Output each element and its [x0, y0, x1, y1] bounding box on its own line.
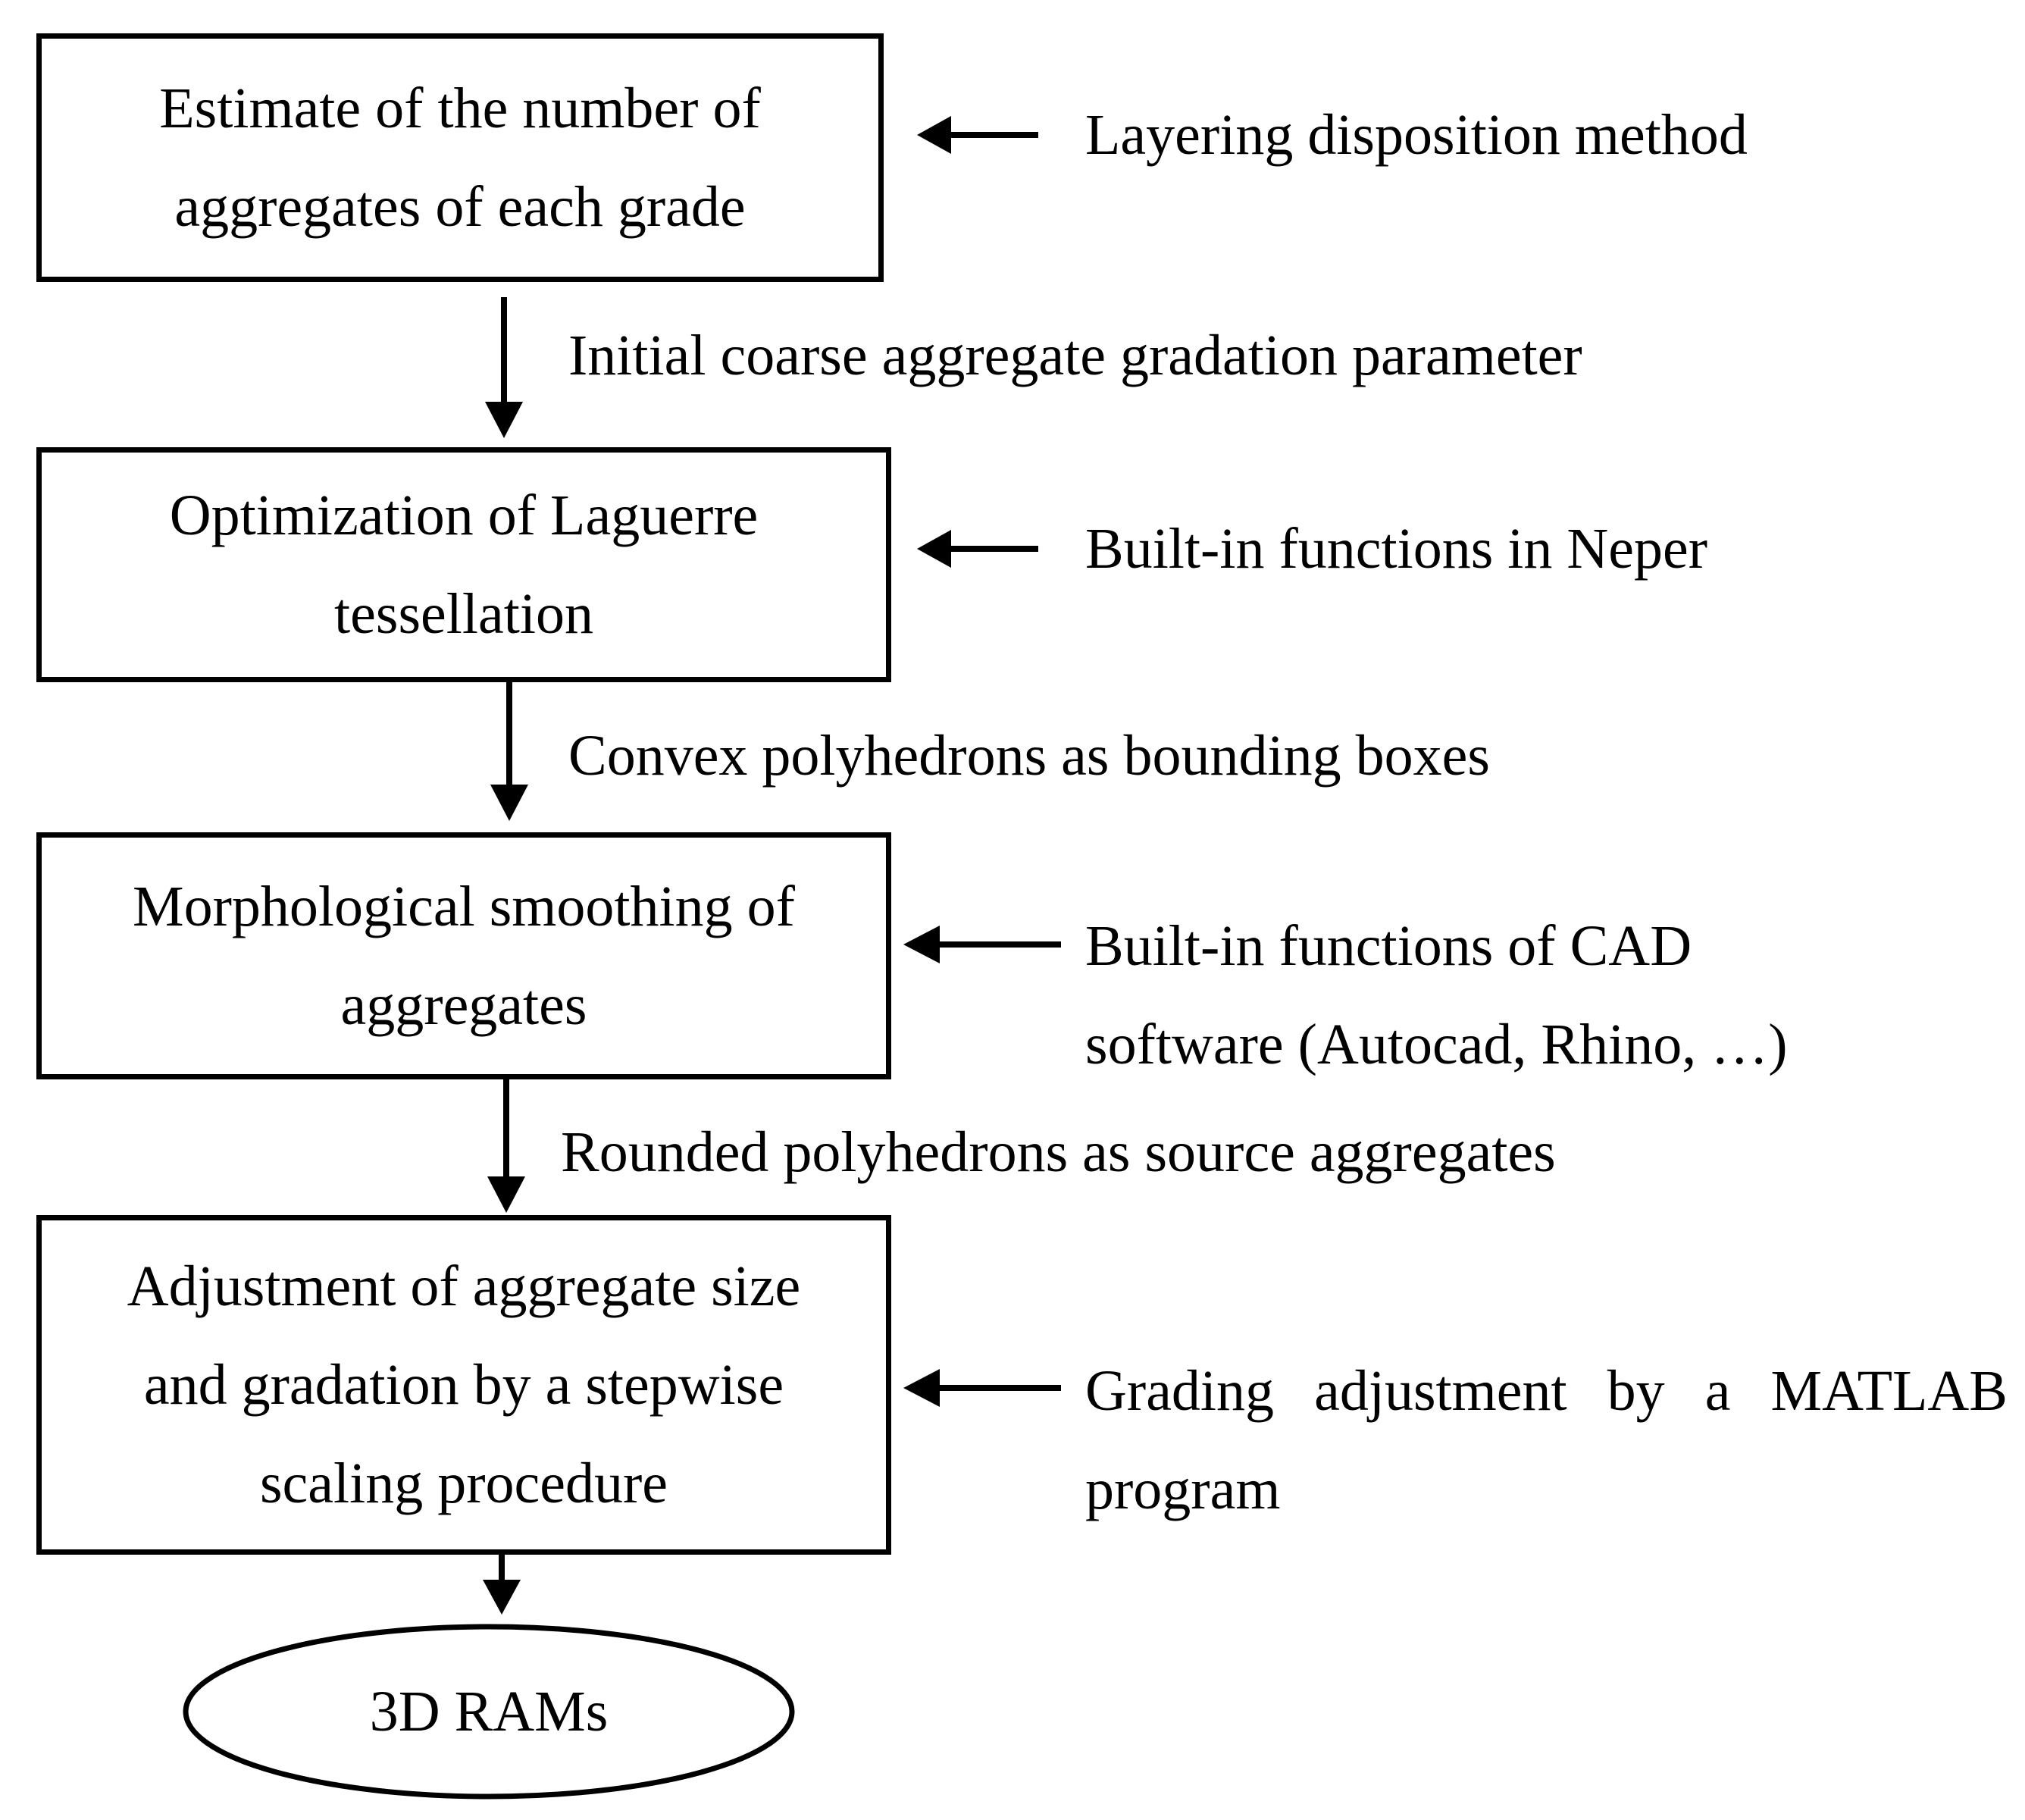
step-1-line-2: aggregates of each grade: [174, 175, 746, 239]
step-box-smoothing: Morphological smoothing of aggregates: [36, 832, 891, 1079]
terminal-ellipse: [183, 1624, 795, 1800]
step-3-line-2: aggregates: [340, 973, 587, 1037]
step-4-line-3: scaling procedure: [259, 1452, 668, 1515]
flow-arrow-4: [483, 1552, 521, 1615]
input-label-3: Built-in functions of CAD software (Auto…: [1085, 897, 1788, 1094]
input-label-2: Built-in functions in Neper: [1085, 517, 1708, 581]
step-2-line-2: tessellation: [334, 582, 593, 646]
transition-label-3: Rounded polyhedrons as source aggregates: [561, 1120, 1556, 1184]
step-3-line-1: Morphological smoothing of: [133, 875, 795, 938]
step-box-estimate: Estimate of the number of aggregates of …: [36, 33, 884, 282]
step-4-line-1: Adjustment of aggregate size: [127, 1255, 801, 1318]
input-label-4: Grading adjustment by a MATLAB program: [1085, 1342, 2008, 1539]
transition-label-2: Convex polyhedrons as bounding boxes: [568, 724, 1490, 788]
step-box-adjustment: Adjustment of aggregate size and gradati…: [36, 1215, 891, 1555]
step-4-line-2: and gradation by a stepwise: [143, 1353, 784, 1417]
input-label-1: Layering disposition method: [1085, 103, 1748, 167]
input-arrow-4: [903, 1369, 1061, 1407]
flow-arrow-1: [485, 297, 523, 438]
step-2-line-1: Optimization of Laguerre: [169, 484, 759, 547]
step-box-optimization: Optimization of Laguerre tessellation: [36, 447, 891, 682]
input-3-line-2: software (Autocad, Rhino, …): [1085, 1013, 1788, 1076]
flow-arrow-3: [487, 1078, 525, 1213]
input-4-line-2: program: [1085, 1458, 1281, 1521]
input-arrow-3: [903, 926, 1061, 963]
flow-arrow-2: [490, 681, 528, 821]
transition-label-1: Initial coarse aggregate gradation param…: [568, 324, 1582, 387]
input-4-line-1: Grading adjustment by a MATLAB: [1085, 1359, 2008, 1423]
step-1-line-1: Estimate of the number of: [159, 77, 761, 140]
terminal-label: 3D RAMs: [369, 1679, 609, 1743]
input-arrow-1: [917, 116, 1038, 154]
input-3-line-1: Built-in functions of CAD: [1085, 914, 1692, 978]
input-arrow-2: [917, 530, 1038, 568]
